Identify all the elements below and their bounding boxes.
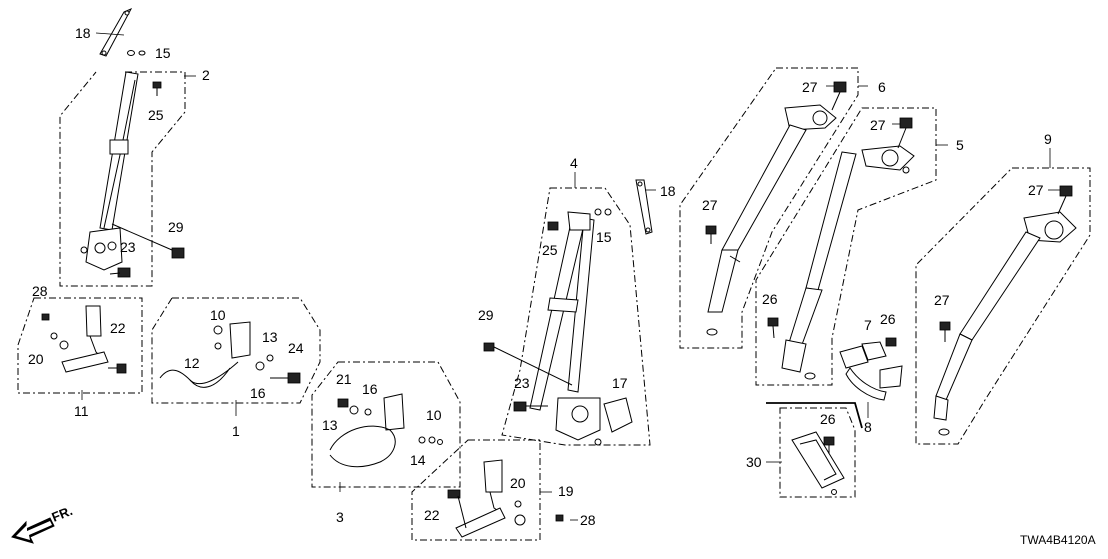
callout-27-c: 27 <box>702 197 718 213</box>
callout-10: 10 <box>210 307 226 323</box>
seat-belt-assembly-6 <box>705 81 847 336</box>
cover-30 <box>791 431 845 495</box>
callout-20-b: 20 <box>510 475 526 491</box>
callout-28-b: 28 <box>580 512 596 528</box>
callout-23: 23 <box>120 239 136 255</box>
anchor-bracket-18-right <box>635 179 653 235</box>
callout-7: 7 <box>864 317 872 333</box>
group-boundary-6 <box>679 67 859 349</box>
callout-10-b: 10 <box>426 407 442 423</box>
callout-15: 15 <box>155 45 171 61</box>
callout-6: 6 <box>878 79 886 95</box>
group-boundary-3 <box>311 361 461 488</box>
callout-26: 26 <box>762 291 778 307</box>
callout-27-b: 27 <box>870 117 886 133</box>
callout-5: 5 <box>956 137 964 153</box>
group-boundary-4 <box>501 187 651 446</box>
callout-9: 9 <box>1044 131 1052 147</box>
callout-25: 25 <box>148 107 164 123</box>
callout-3: 3 <box>336 509 344 525</box>
group-boundary-2 <box>59 71 186 287</box>
callout-4: 4 <box>570 155 578 171</box>
callout-20: 20 <box>28 351 44 367</box>
diagram-code: TWA4B4120A <box>1020 533 1096 547</box>
group-boundary-30 <box>779 407 856 498</box>
group-boundary-19 <box>411 439 541 541</box>
callout-24: 24 <box>288 340 304 356</box>
seat-buckle-3 <box>329 393 443 468</box>
anchor-bracket-18-left <box>99 7 133 57</box>
cover-7 <box>839 337 903 401</box>
callout-8: 8 <box>864 419 872 435</box>
callout-28: 28 <box>32 283 48 299</box>
callout-29: 29 <box>168 219 184 235</box>
washer-15-left <box>127 50 146 56</box>
front-direction-label: FR. <box>50 503 75 525</box>
callout-29-b: 29 <box>478 307 494 323</box>
group-boundary-1 <box>151 297 321 404</box>
seat-buckle-1 <box>159 321 301 388</box>
seat-belt-assembly-4 <box>483 208 633 446</box>
callout-27: 27 <box>802 79 818 95</box>
callout-18-b: 18 <box>660 183 676 199</box>
callout-1: 1 <box>232 423 240 439</box>
callout-12: 12 <box>184 355 200 371</box>
seat-belt-assembly-9 <box>933 185 1077 436</box>
callout-15-b: 15 <box>596 229 612 245</box>
group-boundary-5 <box>755 107 937 386</box>
callout-22: 22 <box>110 320 126 336</box>
front-direction-arrow-icon: FR. <box>11 503 75 544</box>
callout-27-d: 27 <box>1028 182 1044 198</box>
callout-19: 19 <box>558 483 574 499</box>
callout-11: 11 <box>74 403 89 419</box>
callout-14: 14 <box>410 452 426 468</box>
callout-27-e: 27 <box>934 292 950 308</box>
group-boundary-9 <box>915 167 1091 445</box>
group-boundary-11 <box>17 297 143 394</box>
callout-labels: 18 15 2 25 29 23 28 22 20 11 10 12 13 24… <box>28 25 1052 528</box>
callout-13: 13 <box>262 329 278 345</box>
seat-buckle-11 <box>50 305 127 374</box>
callout-18: 18 <box>75 25 91 41</box>
seat-buckle-19 <box>447 459 564 538</box>
group-bracket-30 <box>766 402 863 429</box>
callout-25-b: 25 <box>542 242 558 258</box>
callout-23-b: 23 <box>514 375 530 391</box>
callout-2: 2 <box>202 67 210 83</box>
seat-belt-assembly-5 <box>767 117 915 380</box>
callout-13-b: 13 <box>322 417 338 433</box>
callout-26-c: 26 <box>820 411 836 427</box>
screw-28-left <box>41 313 50 321</box>
bolt-25-left <box>152 81 162 96</box>
callout-21: 21 <box>336 371 352 387</box>
callout-17: 17 <box>612 375 628 391</box>
seat-belt-assembly-2 <box>80 71 185 278</box>
callout-26-b: 26 <box>880 311 896 327</box>
callout-16-b: 16 <box>362 381 378 397</box>
callout-22-b: 22 <box>424 507 440 523</box>
leader-lines <box>81 32 1060 521</box>
callout-16: 16 <box>250 385 266 401</box>
callout-30: 30 <box>746 454 762 470</box>
